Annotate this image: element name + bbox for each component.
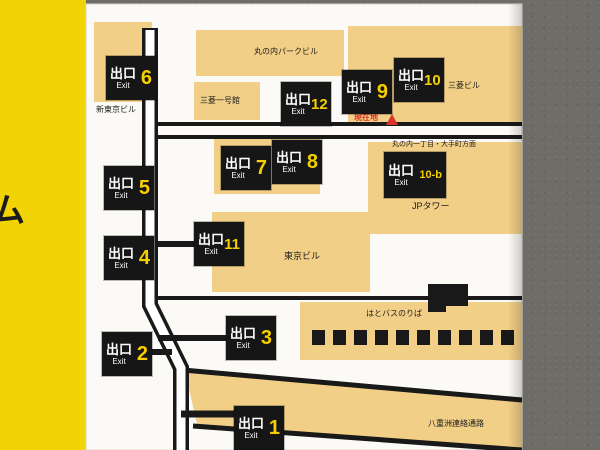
frame-side-character: ム xyxy=(0,192,25,230)
deguchi-label: 出口 xyxy=(106,341,133,357)
label-jp-tower: JPタワー xyxy=(412,201,450,211)
label-hato-bus-stop: はとバスのりば xyxy=(366,309,422,318)
deguchi-label: 出口 xyxy=(276,149,303,165)
label-direction-marunouchi-otemachi: 丸の内一丁目・大手町方面 xyxy=(392,141,476,148)
exit-number: 9 xyxy=(376,81,388,103)
label-mitsubishi-building: 三菱ビル xyxy=(448,81,480,90)
exit-number: 3 xyxy=(260,327,272,349)
label-shin-tokyo-building: 新東京ビル xyxy=(96,105,136,114)
exit-number: 7 xyxy=(255,157,267,179)
deguchi-label: 出口 xyxy=(198,231,225,247)
exit-word: Exit xyxy=(404,82,418,92)
deguchi-label: 出口 xyxy=(108,175,135,191)
label-tokyo-building: 東京ビル xyxy=(284,251,321,261)
exit-word: Exit xyxy=(204,246,218,256)
exit-word: Exit xyxy=(236,340,250,350)
deguchi-label: 出口 xyxy=(230,325,257,341)
label-marunouchi-park-building: 丸の内パークビル xyxy=(254,47,318,56)
exit-number: 1 xyxy=(268,417,280,439)
panel-edge-shadow xyxy=(508,4,522,450)
label-current-location: 現在地 xyxy=(354,113,378,122)
exit-word: Exit xyxy=(116,80,130,90)
exit-word: Exit xyxy=(112,356,126,366)
building-block-marunouchi-park xyxy=(196,30,344,76)
exit-word: Exit xyxy=(291,106,305,116)
exit-word: Exit xyxy=(394,177,408,187)
exit-word: Exit xyxy=(352,94,366,104)
exit-word: Exit xyxy=(231,170,245,180)
exit-number: 4 xyxy=(138,247,150,269)
deguchi-label: 出口 xyxy=(108,245,135,261)
exit-number: 5 xyxy=(138,177,150,199)
deguchi-label: 出口 xyxy=(285,91,312,107)
exit-word: Exit xyxy=(244,430,258,440)
exit-number: 6 xyxy=(140,67,152,89)
exit-word: Exit xyxy=(282,164,296,174)
exit-number: 11 xyxy=(224,235,240,253)
label-yaesu-passage: 八重洲連絡通路 xyxy=(428,419,484,428)
road-diagonal-upper xyxy=(182,367,523,403)
deguchi-label: 出口 xyxy=(388,162,415,178)
exit-number: 12 xyxy=(311,95,328,113)
exit-word: Exit xyxy=(114,190,128,200)
exit-number: 2 xyxy=(136,343,148,365)
exit-word: Exit xyxy=(114,260,128,270)
building-block-mitsubishi-ichigokan xyxy=(194,82,260,120)
deguchi-label: 出口 xyxy=(346,79,373,95)
exit-number: 8 xyxy=(306,151,318,173)
exit-number: 10 xyxy=(424,71,441,89)
exit-number: 10-b xyxy=(419,168,442,181)
deguchi-label: 出口 xyxy=(398,67,425,83)
building-footprint-dark xyxy=(428,284,468,312)
current-location-triangle-icon xyxy=(386,114,398,125)
sign-frame-yellow xyxy=(0,0,86,450)
deguchi-label: 出口 xyxy=(238,415,265,431)
deguchi-label: 出口 xyxy=(110,65,137,81)
label-mitsubishi-ichigokan: 三菱一号館 xyxy=(200,96,240,105)
deguchi-label: 出口 xyxy=(225,155,252,171)
